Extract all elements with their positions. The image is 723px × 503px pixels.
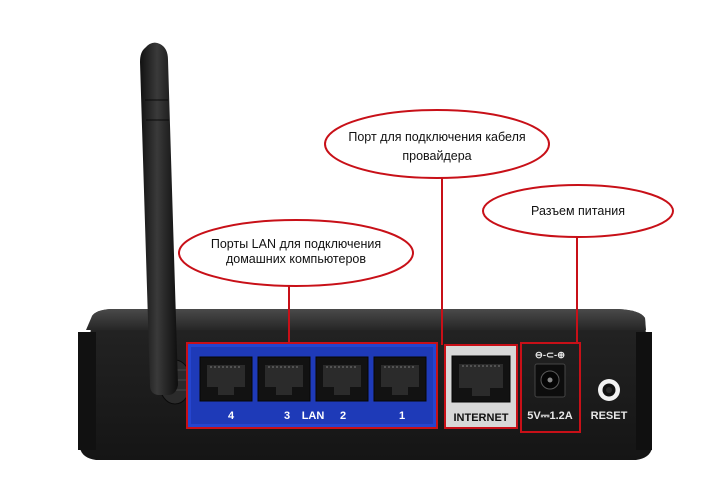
internet-port-group: INTERNET xyxy=(444,344,518,429)
lan-port-4[interactable] xyxy=(199,356,253,402)
power-group: ⊖-⊂-⊕ 5V⎓1.2A xyxy=(520,342,581,433)
lan-port-1-number: 1 xyxy=(399,410,405,422)
lan-port-3-number: 3 xyxy=(284,410,290,422)
power-jack[interactable] xyxy=(534,363,566,398)
reset-group: RESET xyxy=(591,379,628,422)
internet-port[interactable] xyxy=(451,355,511,403)
lan-port-2-number: 2 xyxy=(340,410,346,422)
antenna xyxy=(140,42,178,396)
callout-internet-line1: Порт для подключения кабеля xyxy=(348,130,525,144)
power-highlight xyxy=(520,342,581,433)
callout-power-line1: Разъем питания xyxy=(531,204,625,218)
internet-label: INTERNET xyxy=(454,412,509,424)
lan-port-2[interactable] xyxy=(315,356,369,402)
lan-port-group: 4 3 LAN 2 1 xyxy=(186,342,438,429)
lan-label: LAN xyxy=(302,410,325,422)
reset-button[interactable] xyxy=(598,379,620,401)
callout-power: Разъем питания xyxy=(482,184,674,238)
callout-lan-line2: домашних компьютеров xyxy=(226,252,366,266)
lan-port-4-number: 4 xyxy=(228,410,235,422)
reset-label: RESET xyxy=(591,410,628,422)
leader-lines xyxy=(288,171,578,345)
power-rating-label: 5V⎓1.2A xyxy=(527,410,573,422)
power-polarity-symbol: ⊖-⊂-⊕ xyxy=(535,350,565,361)
callout-internet: Порт для подключения кабеля провайдера xyxy=(324,109,550,179)
lan-port-1[interactable] xyxy=(373,356,427,402)
callout-lan: Порты LAN для подключения домашних компь… xyxy=(178,219,414,287)
lan-port-3[interactable] xyxy=(257,356,311,402)
callout-internet-line2: провайдера xyxy=(402,149,471,163)
callout-lan-line1: Порты LAN для подключения xyxy=(211,237,381,251)
